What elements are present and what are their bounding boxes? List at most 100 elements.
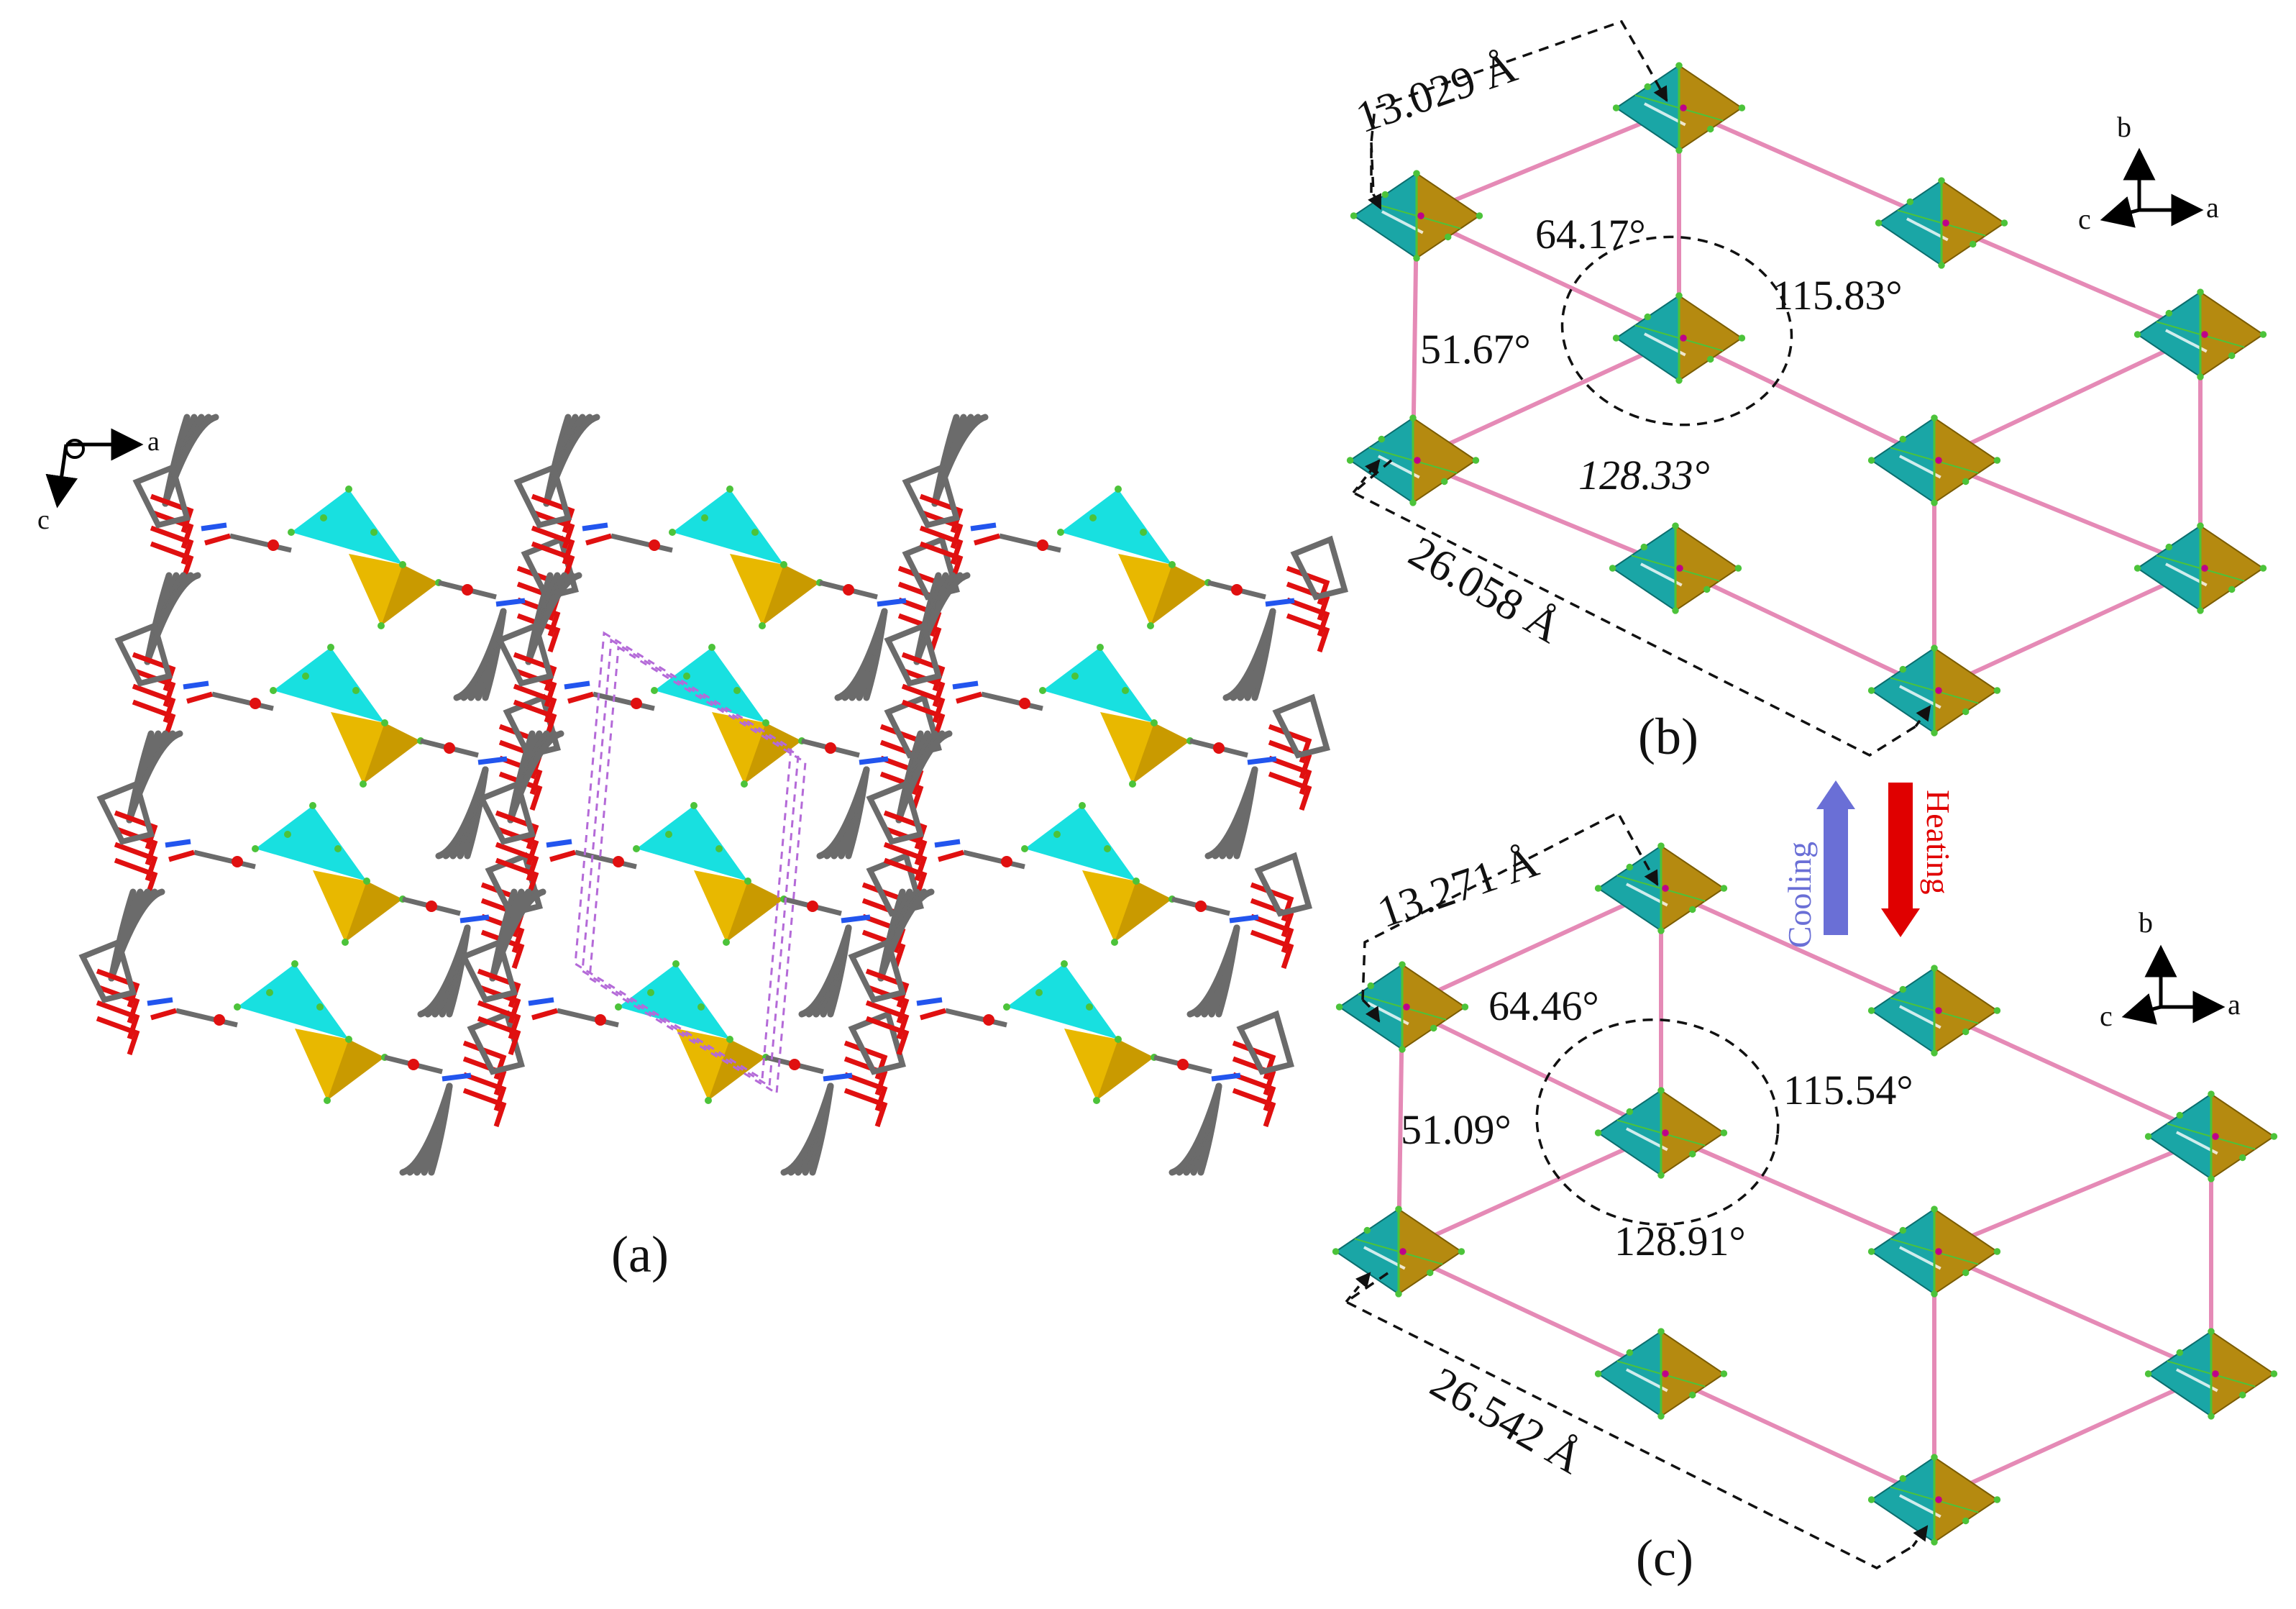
angle-right-b: 115.83° — [1773, 272, 1903, 319]
net-b — [1346, 62, 2267, 737]
net-link — [1401, 886, 1662, 1009]
angle-top-c: 64.46° — [1488, 983, 1599, 1029]
ligand-cluster — [1222, 535, 1348, 701]
net-link — [1674, 566, 1936, 693]
metal-node — [1612, 62, 1746, 154]
ligand-cluster — [96, 730, 195, 898]
panel-c: 13.271 Å 26.542 Å 64.46° 115.54° 51.09° … — [1332, 811, 2278, 1587]
ligand-cluster — [399, 1010, 525, 1176]
metal-node — [1612, 292, 1746, 384]
ligand-cluster — [459, 888, 558, 1056]
panel-b-axes: a b c — [2078, 111, 2219, 235]
chain-unit — [945, 960, 1212, 1104]
net-link — [1933, 1134, 2213, 1254]
panel-b-caption: (b) — [1638, 708, 1698, 765]
net-link — [1660, 886, 1936, 1013]
net-link — [1660, 1372, 1936, 1502]
net-link — [1397, 1131, 1662, 1254]
net-link — [1415, 106, 1680, 218]
chain-unit — [963, 802, 1230, 946]
metal-node — [1867, 1205, 2001, 1298]
angle-bottom-b: 128.33° — [1578, 452, 1710, 498]
ligand-cluster — [477, 730, 576, 898]
ligand-cluster — [78, 888, 177, 1056]
net-link — [1933, 332, 2202, 462]
ligand-cluster — [1168, 1010, 1294, 1176]
net-link — [1933, 1008, 2213, 1139]
angle-top-b: 64.17° — [1535, 211, 1646, 257]
net-link — [1412, 458, 1677, 570]
metal-node — [1346, 414, 1480, 506]
length-long-c: 26.542 Å — [1422, 1358, 1591, 1483]
axis-label-c-c: c — [2100, 1000, 2113, 1032]
panel-b: 13.029 Å 26.058 Å 64.17° 115.83° 51.67° … — [1346, 19, 2267, 765]
ligand-cluster — [132, 414, 231, 581]
panel-a-caption: (a) — [611, 1226, 669, 1283]
panel-c-axes: a b c — [2100, 906, 2241, 1032]
ligand-cluster — [780, 1010, 906, 1176]
net-link — [1401, 1005, 1662, 1135]
axis-label-b-c: b — [2139, 906, 2153, 939]
layered-structure — [78, 414, 1348, 1176]
metal-node — [2133, 522, 2267, 614]
metal-node — [1332, 1205, 1465, 1298]
angle-right-c: 115.54° — [1783, 1067, 1913, 1113]
metal-node — [2133, 288, 2267, 380]
chain-unit — [557, 960, 824, 1104]
chain-unit — [575, 802, 842, 946]
chain-unit — [981, 644, 1248, 788]
net-c — [1332, 842, 2278, 1546]
length-short-b: 13.029 Å — [1350, 42, 1523, 143]
ligand-cluster — [848, 888, 946, 1056]
angle-bottom-c: 128.91° — [1614, 1218, 1746, 1264]
metal-node — [2144, 1090, 2278, 1182]
axis-label-a: a — [147, 427, 160, 457]
panel-a: a c (a) — [37, 414, 1348, 1283]
chain-unit — [193, 802, 461, 946]
axis-label-b-b: b — [2117, 111, 2131, 143]
cooling-arrow-icon — [1816, 780, 1855, 935]
chain-unit — [999, 486, 1266, 629]
metal-node — [1875, 177, 2008, 269]
axis-label-c-b: c — [2078, 203, 2091, 235]
metal-node — [1350, 170, 1483, 262]
chain-unit — [211, 644, 479, 788]
chain-unit — [610, 486, 878, 629]
metal-node — [2144, 1328, 2278, 1420]
panel-c-caption: (c) — [1636, 1529, 1693, 1587]
net-link — [1678, 336, 1936, 462]
net-link — [1415, 214, 1680, 340]
ligand-cluster — [866, 730, 964, 898]
heating-arrow-icon — [1881, 783, 1920, 937]
axis-label-a-c: a — [2228, 988, 2241, 1021]
metal-node — [1594, 1087, 1728, 1179]
metal-node — [1335, 961, 1469, 1053]
ligand-cluster — [1186, 852, 1312, 1018]
chain-unit — [175, 960, 443, 1104]
net-link — [1933, 458, 2202, 570]
axis-label-c: c — [37, 505, 50, 535]
length-short-c: 13.271 Å — [1371, 837, 1545, 938]
metal-node — [1867, 1454, 2001, 1546]
net-link — [1940, 221, 2202, 337]
net-link — [1412, 336, 1680, 462]
panel-a-axes: a c — [37, 427, 160, 535]
chain-unit — [593, 644, 860, 788]
angle-left-c: 51.09° — [1401, 1106, 1511, 1153]
ligand-cluster — [884, 572, 982, 739]
metal-node — [1867, 644, 2001, 737]
hbond-lines — [574, 631, 807, 1095]
ligand-cluster — [513, 414, 612, 581]
ligand-cluster — [435, 693, 561, 860]
heating-label: Heating — [1920, 790, 1957, 895]
b-axis-dot-icon — [65, 439, 85, 459]
phase-transition: Cooling Heating — [1781, 780, 1957, 948]
metal-node — [1867, 414, 2001, 506]
ligand-cluster — [798, 852, 924, 1018]
ligand-cluster — [902, 414, 1000, 581]
chain-unit — [229, 486, 497, 629]
net-link — [1397, 1249, 1662, 1376]
net-link — [1933, 1372, 2213, 1502]
axis-label-a-b: a — [2206, 191, 2219, 224]
